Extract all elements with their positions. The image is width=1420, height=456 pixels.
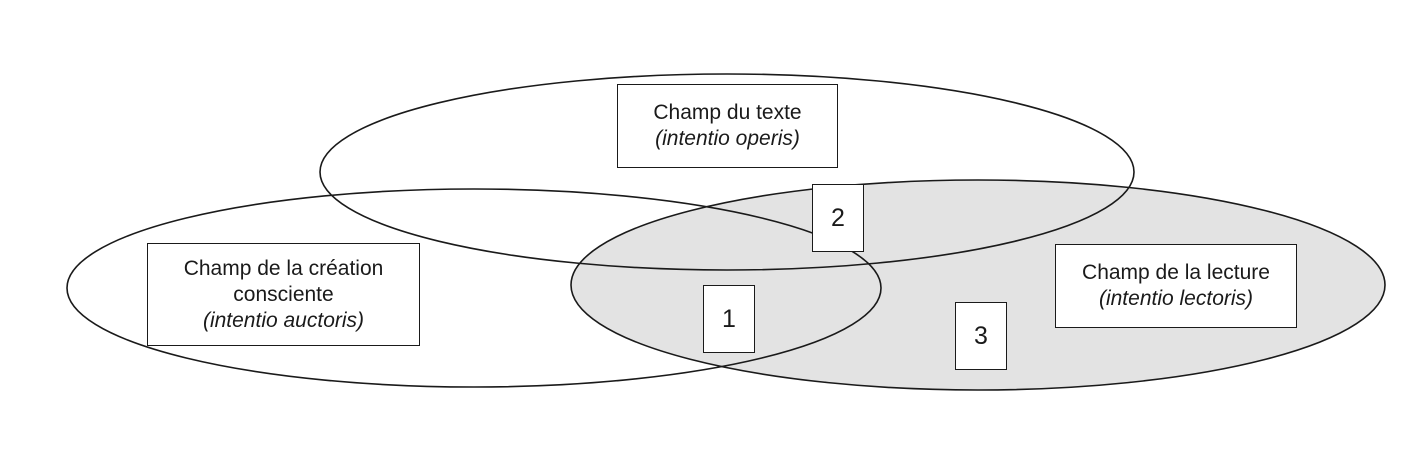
- creation-field-subtitle: (intentio auctoris): [202, 308, 365, 332]
- reading-field-title: Champ de la lecture: [1082, 261, 1270, 284]
- reading-field-ellipse: [570, 179, 1386, 391]
- text-field-title: Champ du texte: [653, 101, 802, 124]
- creation-field-ellipse: [66, 188, 882, 388]
- creation-field-title: Champ de la création: [183, 256, 384, 280]
- creation-field-label: Champ de la création consciente (intenti…: [147, 243, 420, 346]
- zone-1-box: 1: [703, 285, 755, 353]
- reading-field-label: Champ de la lecture (intentio lectoris): [1055, 244, 1297, 328]
- creation-field-title-cont: consciente: [233, 282, 334, 306]
- reading-field-subtitle: (intentio lectoris): [1098, 287, 1254, 310]
- text-field-ellipse: [319, 73, 1135, 271]
- text-field-subtitle: (intentio operis): [655, 127, 800, 150]
- zone-2-box: 2: [812, 184, 864, 252]
- text-field-label: Champ du texte (intentio operis): [617, 84, 838, 168]
- zone-3-box: 3: [955, 302, 1007, 370]
